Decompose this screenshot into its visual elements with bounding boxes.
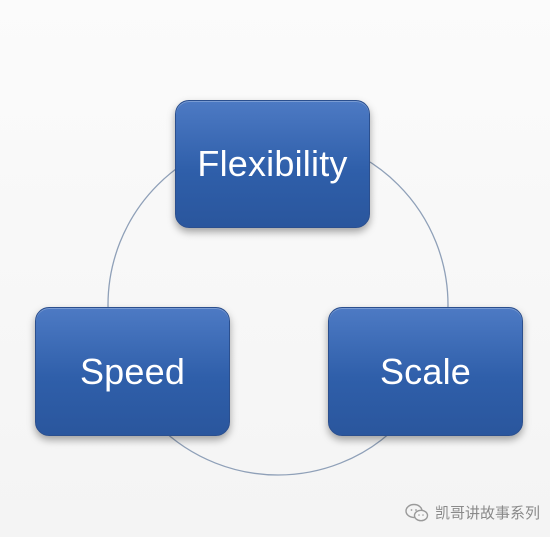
node-scale-label: Scale <box>379 350 472 392</box>
watermark: 凯哥讲故事系列 <box>405 502 540 523</box>
watermark-text: 凯哥讲故事系列 <box>434 504 540 522</box>
node-flexibility: Flexibility <box>175 100 370 228</box>
node-flexibility-label: Flexibility <box>197 143 348 184</box>
node-scale: Scale <box>328 307 523 436</box>
node-speed: Speed <box>35 307 230 436</box>
wechat-icon <box>405 503 429 523</box>
node-speed-label: Speed <box>79 350 186 392</box>
